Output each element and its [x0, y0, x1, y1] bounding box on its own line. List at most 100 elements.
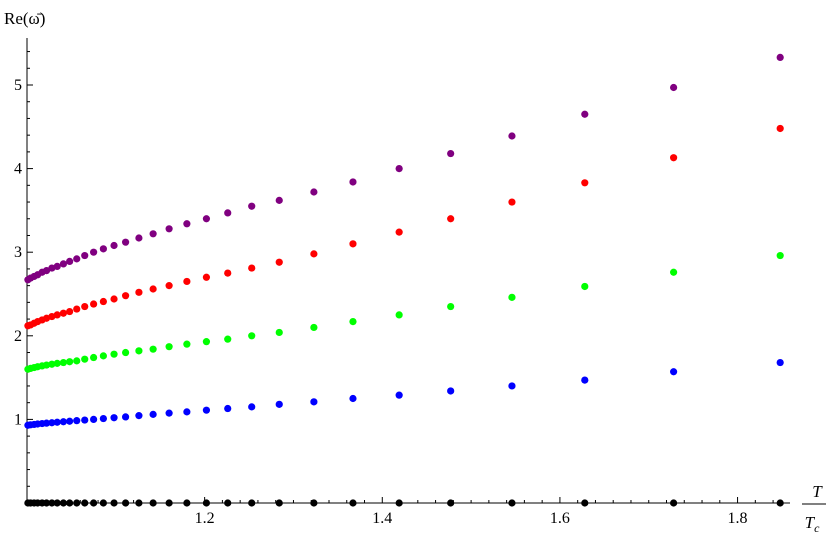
data-point	[508, 293, 516, 301]
data-point	[90, 300, 98, 308]
data-point	[42, 419, 51, 427]
data-point	[73, 305, 81, 313]
data-point	[395, 499, 403, 507]
data-point	[73, 417, 81, 425]
data-point	[53, 311, 61, 319]
data-point	[165, 409, 173, 417]
data-point	[581, 110, 589, 118]
data-point	[581, 499, 589, 507]
data-point	[183, 408, 191, 416]
data-point	[581, 179, 589, 187]
x-axis-label-denominator: Tc	[805, 513, 820, 535]
data-point	[42, 361, 51, 369]
data-point	[776, 499, 784, 507]
data-point	[48, 419, 56, 427]
data-point	[53, 418, 61, 426]
series-0	[24, 499, 784, 507]
data-point	[776, 124, 784, 133]
data-point	[248, 264, 256, 272]
series-3	[24, 124, 784, 330]
data-point	[135, 499, 143, 507]
data-point	[349, 240, 357, 248]
data-point	[121, 292, 130, 300]
data-point	[447, 215, 455, 223]
data-point	[135, 412, 143, 420]
data-point	[99, 352, 107, 360]
data-point	[183, 340, 191, 348]
data-point	[149, 410, 157, 418]
series-2	[24, 251, 784, 373]
data-point	[59, 309, 68, 317]
data-point	[59, 358, 68, 367]
x-axis-label-numerator: T	[812, 482, 823, 501]
data-point	[224, 404, 232, 413]
data-point	[149, 230, 157, 238]
data-point	[53, 262, 61, 271]
data-point	[66, 358, 74, 366]
data-point	[59, 418, 68, 426]
data-point	[165, 499, 173, 507]
data-point	[508, 499, 516, 507]
data-point	[110, 241, 118, 250]
data-point	[310, 323, 318, 332]
data-point	[581, 376, 589, 384]
y-tick-label: 4	[14, 161, 22, 178]
series-1	[24, 358, 784, 429]
data-point	[99, 414, 107, 423]
data-point	[202, 499, 211, 507]
data-point	[53, 499, 61, 507]
y-tick-label: 1	[14, 411, 22, 428]
data-point	[165, 343, 173, 351]
data-point	[310, 250, 318, 258]
data-point	[81, 499, 89, 507]
data-point	[447, 302, 455, 311]
data-point	[202, 338, 211, 346]
data-point	[90, 353, 98, 362]
data-point	[183, 220, 191, 228]
data-point	[48, 499, 56, 507]
data-point	[165, 225, 173, 233]
data-point	[349, 499, 357, 507]
data-point	[670, 268, 678, 276]
data-point	[202, 215, 211, 223]
y-axis-label: Re(ω̄)	[4, 9, 45, 28]
data-point	[110, 414, 118, 422]
data-point	[275, 328, 283, 337]
data-point	[183, 277, 191, 286]
data-point	[670, 154, 678, 162]
data-point	[508, 198, 516, 206]
data-point	[776, 251, 784, 260]
data-point	[447, 149, 455, 158]
data-point	[224, 269, 232, 277]
data-point	[99, 245, 107, 253]
data-point	[73, 499, 81, 507]
data-point	[395, 165, 403, 173]
data-point	[248, 499, 256, 507]
data-point	[73, 255, 81, 263]
data-point	[59, 499, 68, 507]
data-point	[275, 499, 283, 507]
data-point	[135, 347, 143, 355]
y-tick-label: 5	[14, 77, 22, 94]
data-point	[670, 83, 678, 92]
data-point	[149, 499, 157, 507]
data-point	[508, 382, 516, 390]
x-axis-label: T Tc	[802, 482, 826, 535]
data-point	[81, 251, 89, 260]
data-point	[66, 499, 74, 507]
data-point	[395, 228, 403, 236]
data-point	[53, 359, 61, 367]
data-point	[202, 273, 211, 281]
data-point	[81, 355, 89, 363]
data-point	[395, 391, 403, 399]
data-point	[121, 499, 130, 507]
data-point	[670, 499, 678, 507]
data-point	[99, 499, 107, 507]
data-point	[81, 302, 89, 311]
data-point	[447, 387, 455, 395]
data-point	[183, 499, 191, 507]
data-point	[275, 258, 283, 266]
data-point	[66, 307, 74, 316]
data-point	[90, 248, 98, 256]
